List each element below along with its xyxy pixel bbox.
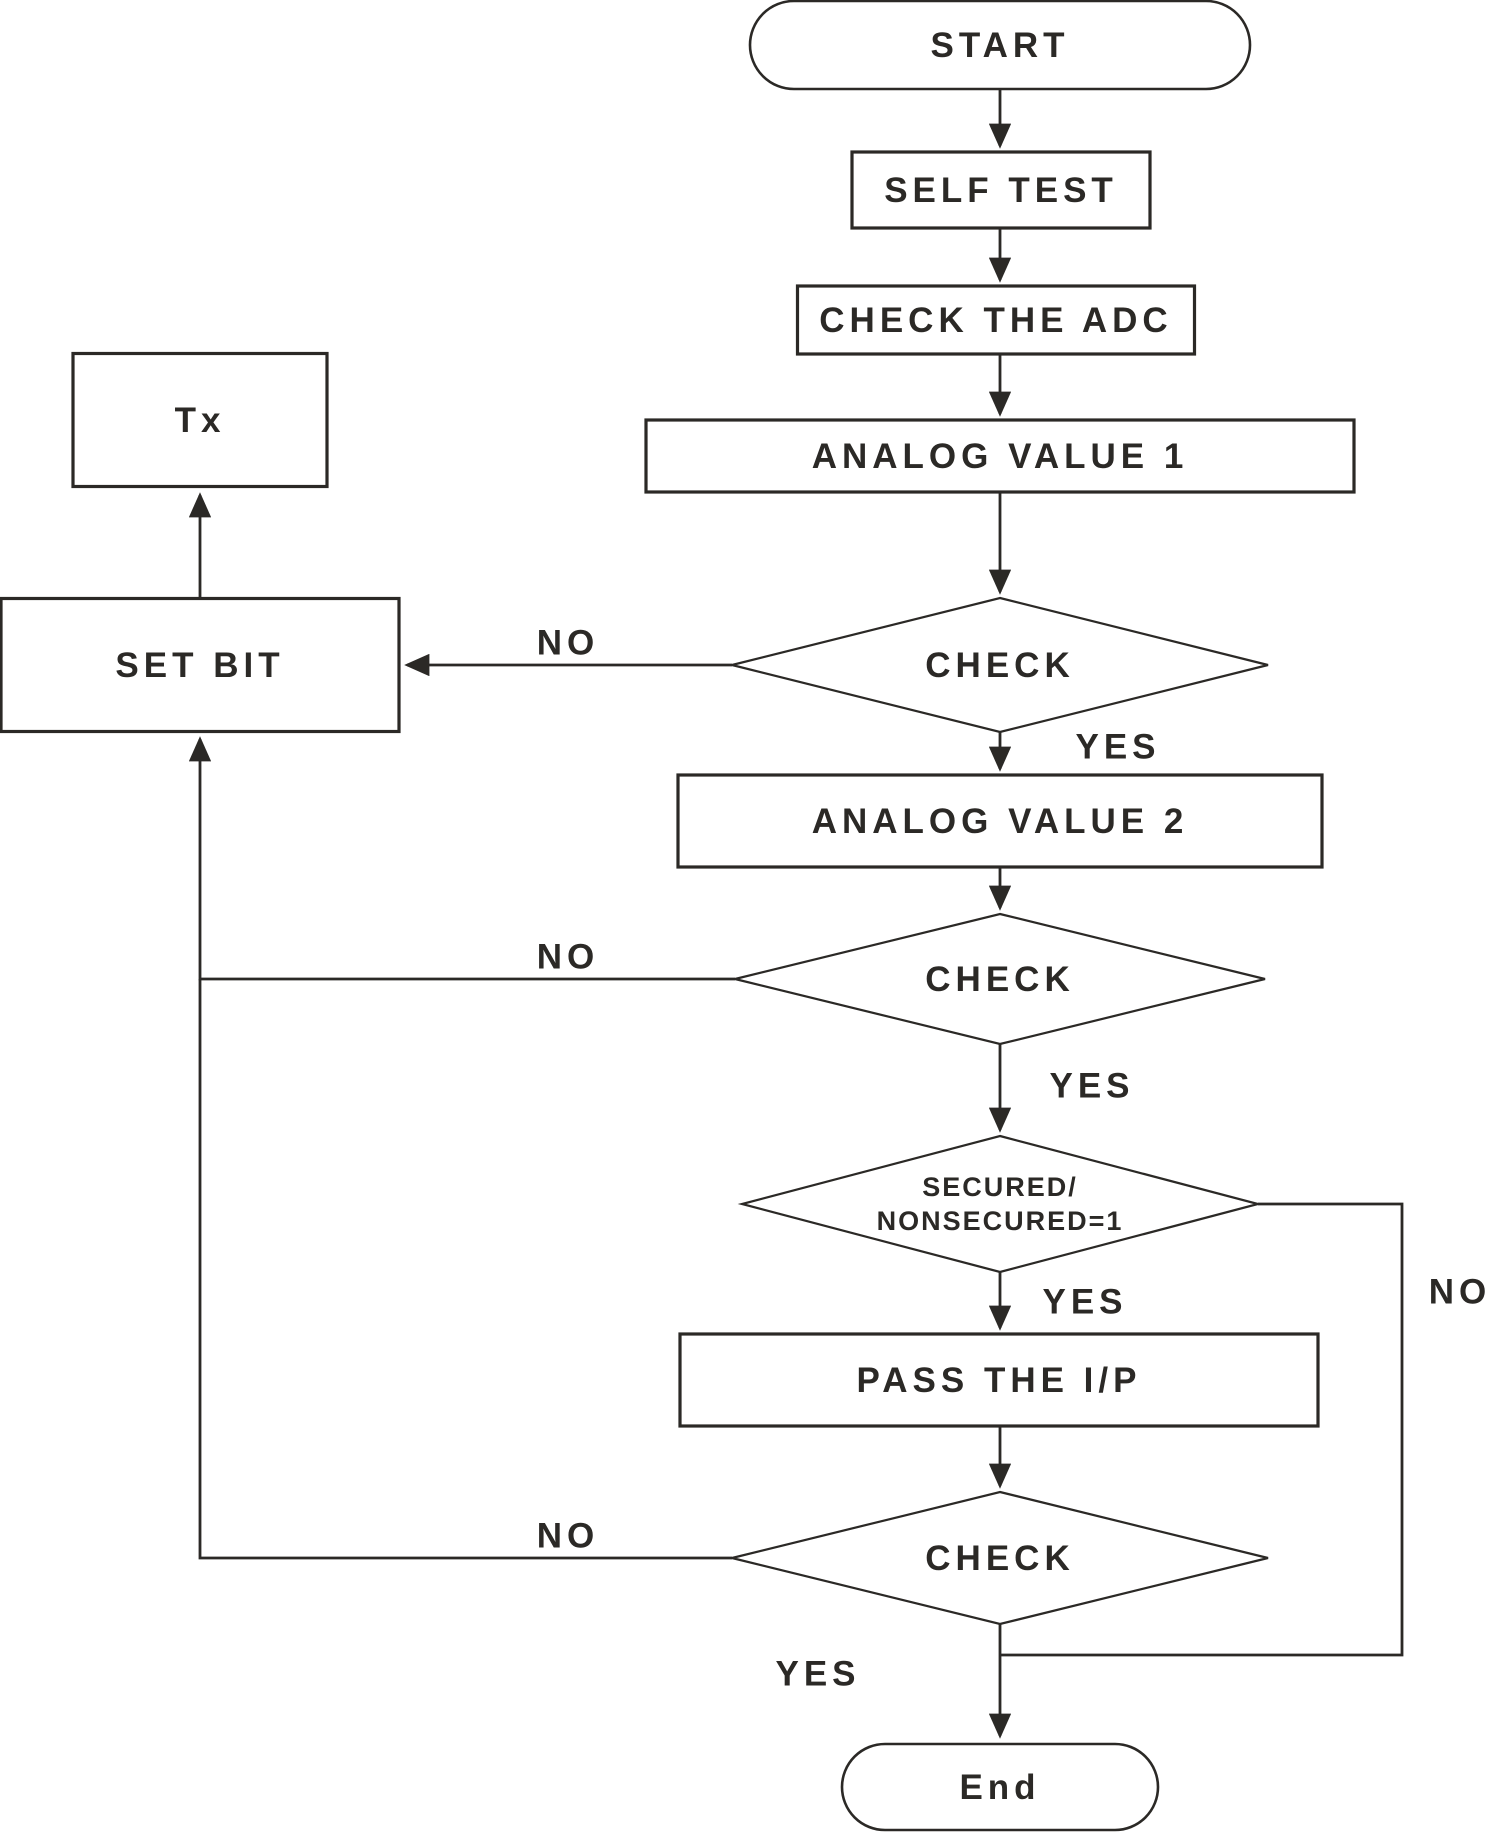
edge-label-no-3: NO — [537, 1517, 600, 1556]
node-analog-value-2-label: ANALOG VALUE 2 — [812, 802, 1189, 841]
nodes-layer: START SELF TEST CHECK THE ADC ANALOG VALUE … — [0, 0, 1356, 1832]
node-start-shape — [748, 0, 1252, 91]
node-self-test: SELF TEST — [850, 150, 1152, 230]
node-analog-value-1-shape — [644, 418, 1356, 494]
node-start: START — [748, 0, 1252, 91]
edge-label-yes-4: YES — [775, 1655, 860, 1694]
edge-check-2-no-to-set-bit — [188, 736, 735, 981]
node-set-bit: SET BIT — [0, 596, 401, 734]
edge-label-yes-1: YES — [1075, 728, 1160, 767]
node-pass-ip-shape — [678, 1332, 1320, 1428]
edges-layer — [188, 89, 1404, 1739]
node-check-1: CHECK — [731, 596, 1269, 734]
node-pass-ip-label: PASS THE I/P — [857, 1361, 1142, 1400]
node-end: End — [840, 1742, 1160, 1832]
node-pass-ip: PASS THE I/P — [678, 1332, 1320, 1428]
node-check-adc-shape — [795, 284, 1197, 356]
node-tx: Tx — [71, 351, 329, 489]
node-self-test-shape — [850, 150, 1152, 230]
node-start-label: START — [930, 26, 1069, 65]
edge-labels-layer: NO YES NO YES YES NO NO YES — [537, 624, 1492, 1694]
node-analog-value-2-shape — [676, 773, 1324, 869]
node-check-2: CHECK — [734, 912, 1266, 1046]
node-set-bit-shape — [0, 596, 401, 734]
node-set-bit-label: SET BIT — [115, 646, 284, 685]
node-check-1-label: CHECK — [925, 646, 1074, 685]
node-check-adc: CHECK THE ADC — [795, 284, 1197, 356]
node-analog-value-2: ANALOG VALUE 2 — [676, 773, 1324, 869]
node-check-1-shape — [731, 596, 1269, 734]
node-tx-label: Tx — [175, 401, 226, 440]
node-check-3-label: CHECK — [925, 1539, 1074, 1578]
node-analog-value-1-label: ANALOG VALUE 1 — [812, 437, 1189, 476]
node-end-label: End — [959, 1768, 1040, 1807]
node-analog-value-1: ANALOG VALUE 1 — [644, 418, 1356, 494]
edge-label-yes-2: YES — [1049, 1067, 1134, 1106]
edge-check-3-no-join — [198, 979, 732, 1560]
node-self-test-label: SELF TEST — [884, 171, 1118, 210]
edge-secured-no-loop — [1001, 1202, 1404, 1657]
edge-label-yes-3: YES — [1042, 1283, 1127, 1322]
node-check-2-label: CHECK — [925, 960, 1074, 999]
node-secured: SECURED/NONSECURED=1 — [737, 1134, 1263, 1274]
edge-label-no-right: NO — [1429, 1273, 1492, 1312]
node-check-3: CHECK — [731, 1490, 1269, 1626]
node-check-2-shape — [734, 912, 1266, 1046]
node-secured-label: SECURED/NONSECURED=1 — [877, 1172, 1124, 1236]
node-check-adc-label: CHECK THE ADC — [819, 301, 1172, 340]
node-check-3-shape — [731, 1490, 1269, 1626]
edge-label-no-2: NO — [537, 938, 600, 977]
node-end-shape — [840, 1742, 1160, 1832]
node-secured-shape — [737, 1134, 1263, 1274]
edge-label-no-1: NO — [537, 624, 600, 663]
node-tx-shape — [71, 351, 329, 489]
